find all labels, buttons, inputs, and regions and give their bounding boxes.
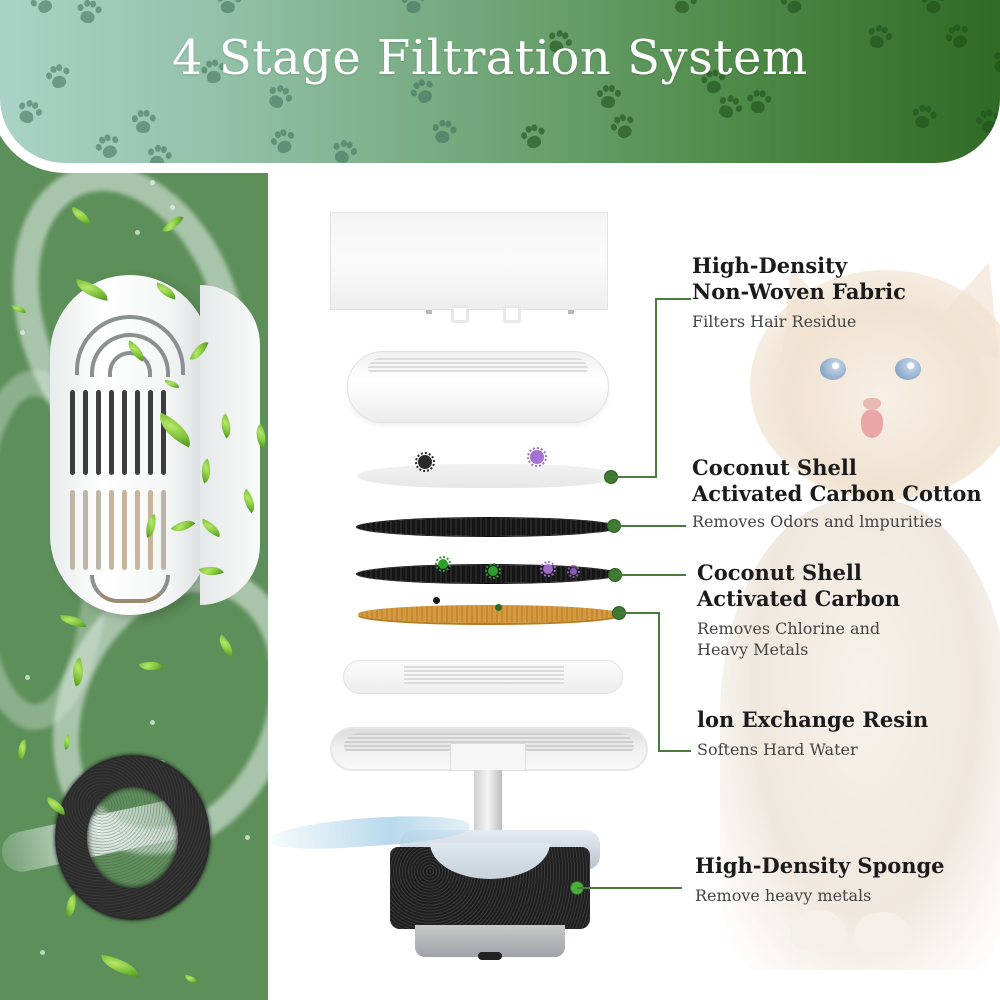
connector-line: [655, 298, 691, 300]
filter-lid-image: [330, 212, 608, 323]
stage-title: Coconut Shell: [692, 455, 857, 480]
paw-print-icon: [606, 111, 640, 145]
contaminant-icon: [540, 561, 556, 577]
non-woven-fabric-layer: [357, 464, 619, 488]
header-banner: 4 Stage Filtration System: [0, 0, 1000, 163]
paw-print-icon: [972, 107, 1000, 139]
stage-label-activated-carbon: Coconut Shell Activated Carbon Removes C…: [697, 560, 900, 660]
ion-exchange-resin-layer: [358, 605, 620, 623]
paw-print-icon: [667, 0, 698, 19]
paw-print-icon: [399, 0, 428, 17]
paw-print-icon: [744, 89, 772, 117]
ring-sponge-image: [55, 755, 210, 920]
paw-print-icon: [919, 0, 947, 17]
base-clip: [450, 743, 526, 771]
stage-title: High-Density Sponge: [695, 853, 945, 878]
contaminant-icon: [485, 563, 501, 579]
stage-title: Coconut Shell: [697, 560, 862, 585]
connector-line: [577, 887, 682, 889]
paw-print-icon: [908, 103, 938, 133]
connector-line: [655, 298, 657, 478]
paw-print-icon: [91, 131, 126, 163]
stage-title: lon Exchange Resin: [697, 707, 929, 732]
contaminant-icon: [527, 447, 547, 467]
stage-title: Activated Carbon Cotton: [692, 481, 982, 506]
filter-cartridge-image: [50, 275, 260, 615]
paw-print-icon: [711, 91, 746, 126]
stage-description: Remove heavy metals: [695, 886, 872, 905]
paw-print-icon: [428, 118, 457, 147]
page-title: 4 Stage Filtration System: [172, 30, 808, 86]
stage-label-sponge: High-Density Sponge Remove heavy metals: [695, 853, 945, 906]
stage-title: High-Density: [692, 253, 848, 278]
high-density-sponge-image: [390, 843, 590, 929]
connector-line: [611, 476, 657, 478]
stage-title: Activated Carbon: [697, 586, 900, 611]
paw-print-icon: [776, 0, 809, 20]
paw-print-icon: [986, 46, 1000, 80]
pump-foot: [478, 952, 502, 960]
paw-print-icon: [11, 96, 45, 130]
stage-description: Heavy Metals: [697, 640, 809, 659]
contaminant-icon: [567, 565, 580, 578]
connector-line: [658, 612, 660, 752]
stage-description: Removes Odors and lmpurities: [692, 512, 943, 531]
stage-description: Softens Hard Water: [697, 740, 858, 759]
contaminant-icon: [495, 604, 502, 611]
grid-plate-image: [343, 660, 623, 694]
contaminant-icon: [435, 556, 451, 572]
connector-line: [615, 574, 686, 576]
stage-label-non-woven-fabric: High-Density Non-Woven Fabric Filters Ha…: [692, 253, 906, 332]
paw-print-icon: [130, 109, 157, 137]
paw-print-icon: [74, 0, 103, 27]
pump-base: [415, 925, 565, 957]
contaminant-icon: [415, 452, 435, 472]
leaf-icon: [185, 975, 197, 983]
stage-description: Removes Chlorine and: [697, 619, 881, 638]
stage-label-ion-exchange-resin: lon Exchange Resin Softens Hard Water: [697, 707, 928, 760]
paw-print-icon: [595, 84, 621, 111]
paw-print-icon: [327, 137, 359, 163]
connector-line: [658, 750, 691, 752]
connector-line: [614, 525, 686, 527]
stage-label-carbon-cotton: Coconut Shell Activated Carbon Cotton Re…: [692, 455, 982, 532]
paw-print-icon: [214, 0, 242, 17]
connector-line: [619, 612, 660, 614]
paw-print-icon: [266, 126, 299, 159]
carbon-cotton-layer: [357, 518, 619, 536]
contaminant-icon: [433, 597, 440, 604]
stage-description: Filters Hair Residue: [692, 312, 857, 331]
paw-print-icon: [517, 122, 549, 154]
filter-tray-image: [347, 351, 609, 423]
cat-background-image: [690, 240, 1000, 970]
leaf-icon: [165, 380, 179, 388]
stage-title: Non-Woven Fabric: [692, 279, 906, 304]
paw-print-icon: [25, 0, 61, 21]
paw-print-icon: [143, 143, 174, 163]
leaf-icon: [12, 305, 26, 313]
